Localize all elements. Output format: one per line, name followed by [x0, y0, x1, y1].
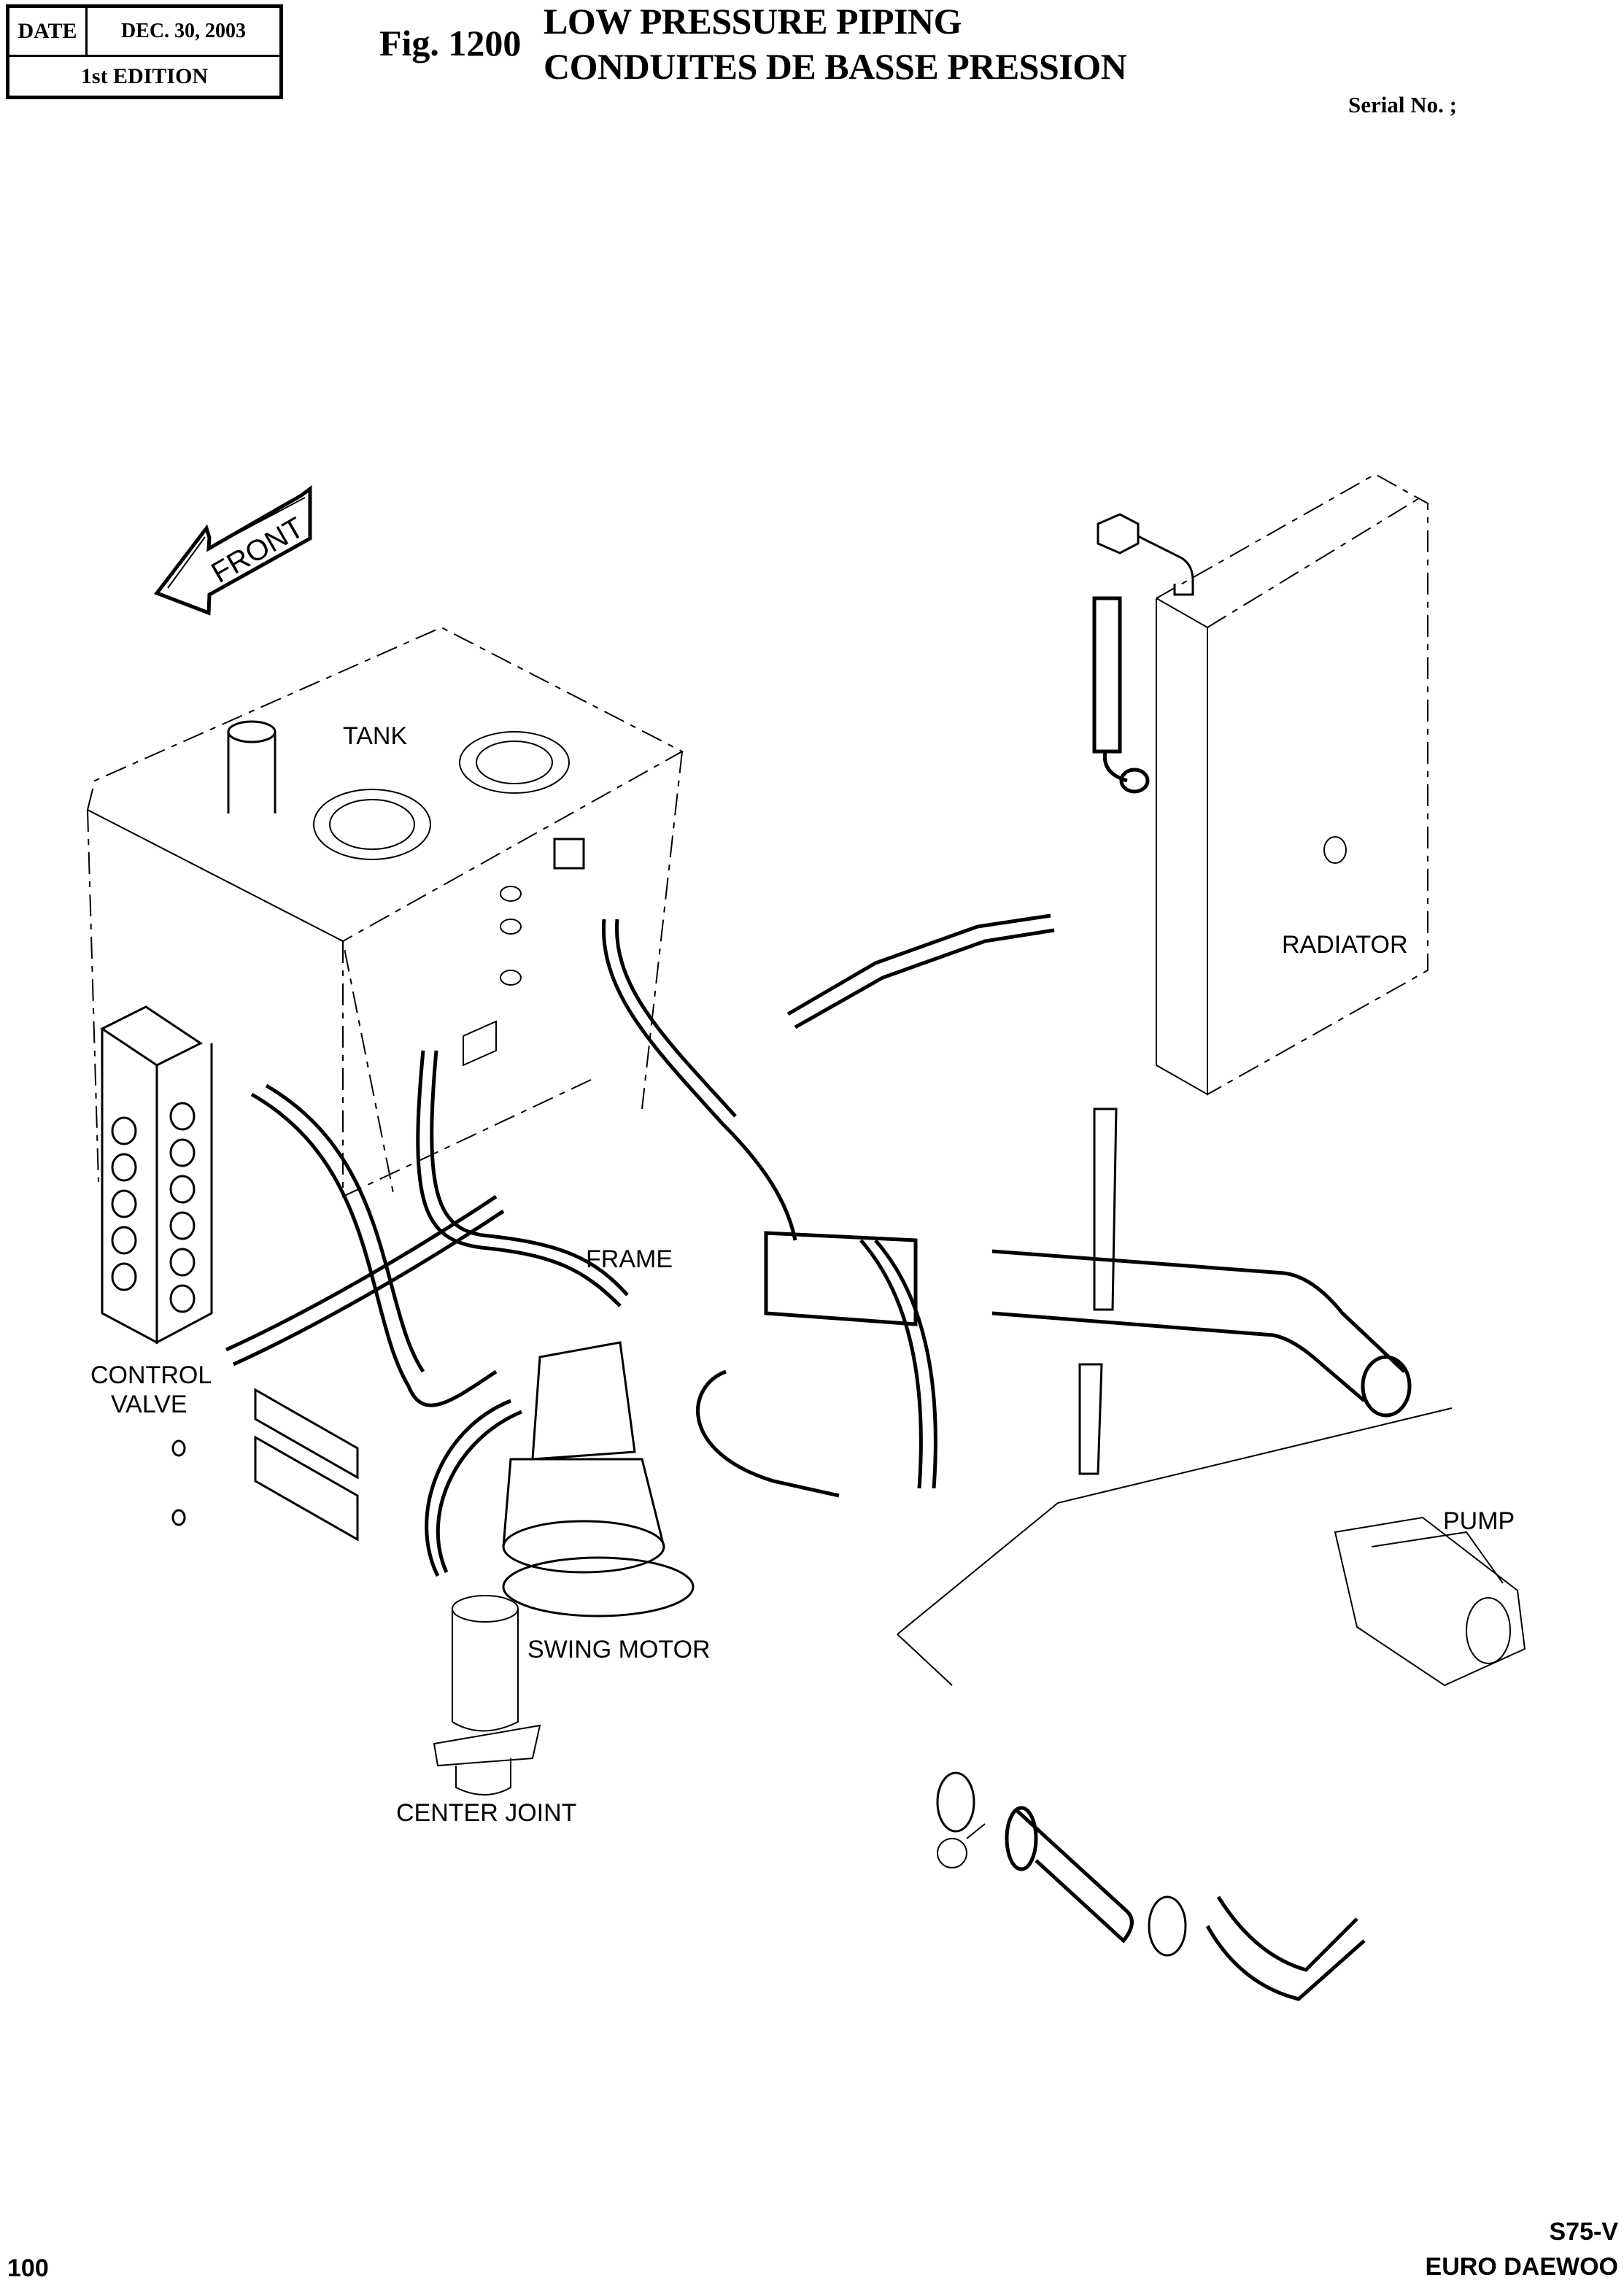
- page-number: 100: [7, 2254, 49, 2282]
- edition-box: DATE DEC. 30, 2003 1st EDITION: [6, 4, 283, 99]
- radiator-label: RADIATOR: [1282, 931, 1408, 959]
- hose-lines: [225, 913, 1055, 1577]
- clamp-bracket-drawing: [171, 1388, 359, 1542]
- edition-label: 1st EDITION: [80, 63, 209, 88]
- swing-motor-drawing: [502, 1341, 695, 1617]
- center-joint-drawing: [433, 1595, 541, 1796]
- radiator-drawing: [1092, 473, 1428, 1096]
- figure-number: Fig. 1200: [379, 23, 522, 63]
- date-label: DATE: [9, 8, 88, 55]
- brand-name: EURO DAEWOO: [1425, 2253, 1618, 2281]
- front-arrow-icon: FRONT: [153, 485, 312, 616]
- page-title-english: LOW PRESSURE PIPING: [544, 1, 962, 42]
- valve-spool-ports: [111, 1102, 196, 1313]
- tank-drawing: [86, 626, 684, 1198]
- edition-box-date-row: DATE DEC. 30, 2003: [9, 8, 279, 57]
- control-valve-drawing: [100, 1005, 213, 1345]
- pump-label: PUMP: [1443, 1507, 1515, 1535]
- frame-label: FRAME: [586, 1245, 673, 1273]
- center-joint-label: CENTER JOINT: [396, 1799, 577, 1827]
- page-title-french: CONDUITES DE BASSE PRESSION: [544, 46, 1127, 87]
- tank-label: TANK: [343, 722, 408, 750]
- swing-motor-label: SWING MOTOR: [527, 1636, 711, 1663]
- suction-pipe-drawing: [764, 1108, 1412, 1475]
- control-valve-label-line2: VALVE: [111, 1391, 187, 1418]
- control-valve-label-line1: CONTROL: [90, 1361, 212, 1389]
- pump-drawing: [1334, 1516, 1526, 1687]
- date-value: DEC. 30, 2003: [120, 20, 247, 42]
- pump-suction-hose-drawing: [897, 1407, 1453, 2001]
- model-name: S75-V: [1549, 2218, 1619, 2246]
- serial-number-label: Serial No. ;: [1348, 92, 1457, 117]
